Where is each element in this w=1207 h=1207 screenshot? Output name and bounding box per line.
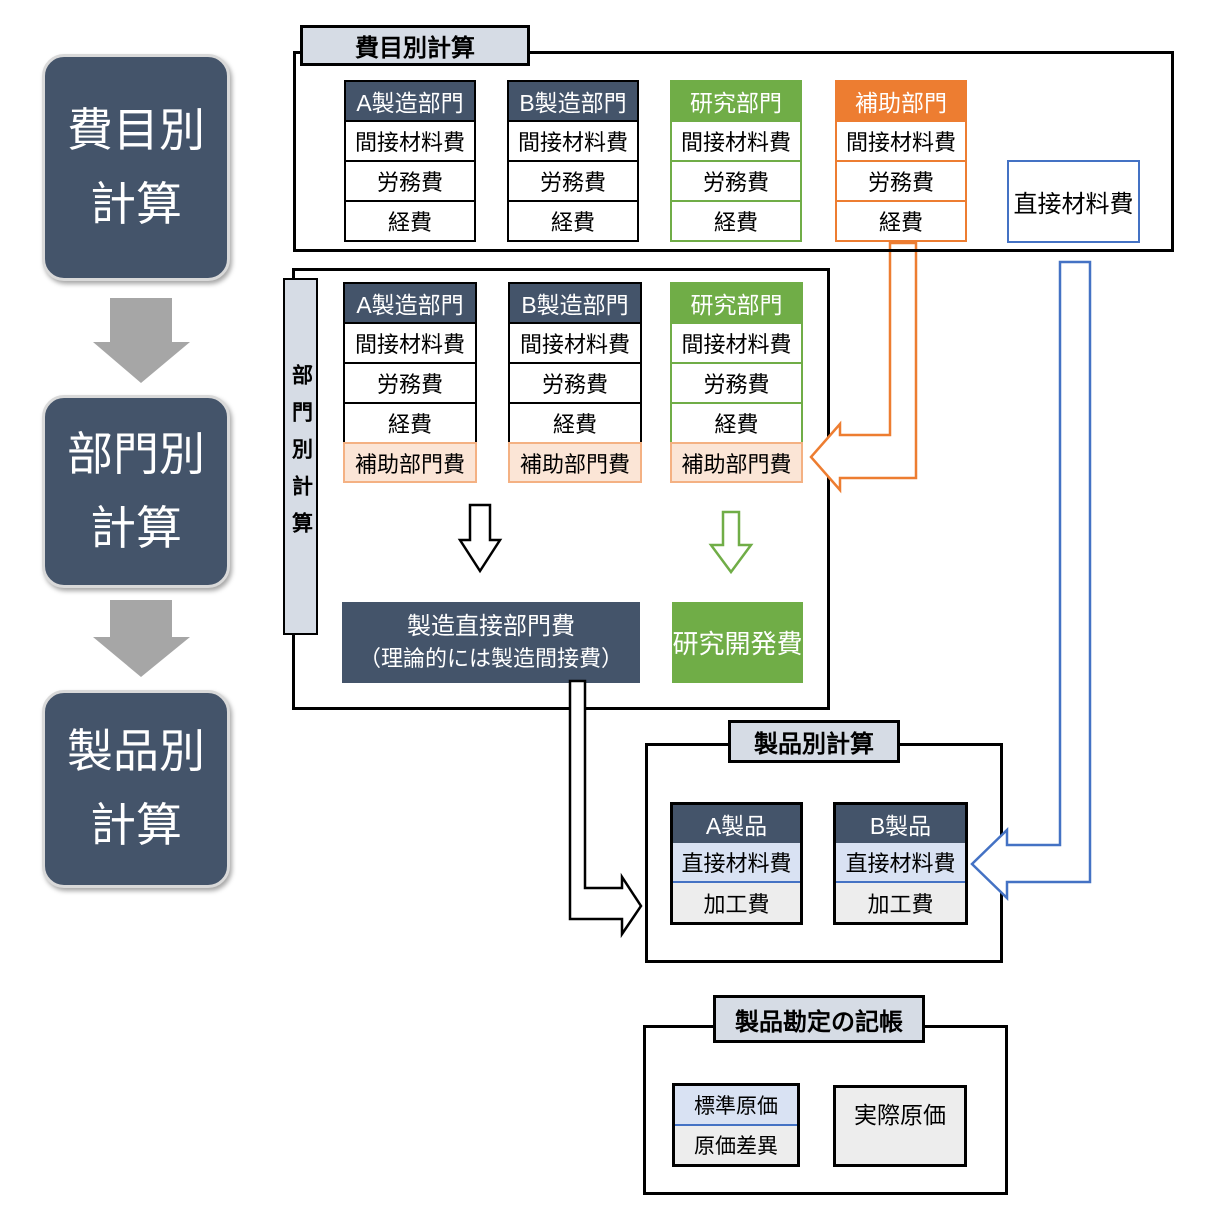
ledger-section-title: 製品勘定の記帳 xyxy=(713,995,925,1043)
direct-material-label: 直接材料費 xyxy=(1013,191,1134,218)
table-row: 間接材料費 xyxy=(672,322,801,362)
table-row: 労務費 xyxy=(345,362,475,402)
flow-step-expense: 費目別 計算 xyxy=(42,54,230,281)
table-row: 労務費 xyxy=(672,160,800,200)
department-table-research-dept: 研究部門 間接材料費 労務費 経費 xyxy=(670,282,803,444)
table-row: 加工費 xyxy=(836,881,965,922)
flow-step-label-line2: 計算 xyxy=(90,799,182,851)
table-header: B製品 xyxy=(836,805,965,843)
table-header: B製造部門 xyxy=(510,284,640,322)
table-header: A製造部門 xyxy=(346,82,474,120)
product-table-b: B製品 直接材料費 加工費 xyxy=(833,802,968,925)
table-header: B製造部門 xyxy=(509,82,637,120)
product-table-a: A製品 直接材料費 加工費 xyxy=(670,802,803,925)
table-header: 補助部門 xyxy=(837,82,965,120)
table-header: 研究部門 xyxy=(672,82,800,120)
table-row: 原価差異 xyxy=(675,1124,797,1164)
table-row: 経費 xyxy=(509,200,637,240)
department-table-a-dept: A製造部門 間接材料費 労務費 経費 xyxy=(343,282,477,444)
flow-step-label-line2: 計算 xyxy=(90,501,182,554)
expense-table-a-dept: A製造部門 間接材料費 労務費 経費 xyxy=(344,80,476,242)
table-row: 間接材料費 xyxy=(346,120,474,160)
department-section-title-text: 部門別計算 xyxy=(289,364,313,549)
table-row: 標準原価 xyxy=(675,1086,797,1124)
flow-arrow-down-2-icon xyxy=(93,600,190,677)
expense-table-research-dept: 研究部門 間接材料費 労務費 経費 xyxy=(670,80,802,242)
table-row: 経費 xyxy=(346,200,474,240)
table-row: 労務費 xyxy=(346,160,474,200)
table-row: 加工費 xyxy=(673,881,800,922)
actual-cost-box: 実際原価 xyxy=(833,1085,967,1167)
table-row: 経費 xyxy=(837,200,965,240)
research-development-cost-box: 研究開発費 xyxy=(672,602,803,683)
department-table-b-dept: B製造部門 間接材料費 労務費 経費 xyxy=(508,282,642,444)
result-line2: （理論的には製造間接費） xyxy=(358,645,623,671)
table-row: 経費 xyxy=(672,402,801,442)
aux-cost-row: 補助部門費 xyxy=(343,442,477,483)
table-row: 経費 xyxy=(345,402,475,442)
expense-table-b-dept: B製造部門 間接材料費 労務費 経費 xyxy=(507,80,639,242)
flow-arrow-down-1-icon xyxy=(93,298,190,383)
direct-material-box: 直接材料費 xyxy=(1007,160,1140,243)
flow-step-label-line1: 製品別 xyxy=(67,725,205,778)
flow-step-product: 製品別 計算 xyxy=(42,690,230,888)
table-row: 間接材料費 xyxy=(345,322,475,362)
product-section-title: 製品別計算 xyxy=(728,720,900,763)
aux-cost-row: 補助部門費 xyxy=(508,442,642,483)
result-label: 研究開発費 xyxy=(672,629,803,659)
table-header: A製造部門 xyxy=(345,284,475,322)
flow-step-department: 部門別 計算 xyxy=(42,395,230,588)
table-row: 直接材料費 xyxy=(673,843,800,881)
table-row: 間接材料費 xyxy=(510,322,640,362)
expense-table-aux-dept: 補助部門 間接材料費 労務費 経費 xyxy=(835,80,967,242)
expense-section-outline xyxy=(293,51,1174,252)
actual-cost-label: 実際原価 xyxy=(854,1102,946,1128)
dept-cost-to-product-arrow-icon xyxy=(568,679,643,939)
table-row: 労務費 xyxy=(672,362,801,402)
aux-cost-row: 補助部門費 xyxy=(670,442,803,483)
product-section-title-text: 製品別計算 xyxy=(754,731,874,758)
department-section-title: 部門別計算 xyxy=(283,278,318,635)
ledger-section-title-text: 製品勘定の記帳 xyxy=(735,1008,903,1036)
table-row: 経費 xyxy=(510,402,640,442)
table-row: 間接材料費 xyxy=(509,120,637,160)
flow-step-label-line2: 計算 xyxy=(90,177,182,230)
table-row: 間接材料費 xyxy=(672,120,800,160)
table-header: A製品 xyxy=(673,805,800,843)
table-row: 経費 xyxy=(672,200,800,240)
table-row: 直接材料費 xyxy=(836,843,965,881)
standard-cost-table: 標準原価 原価差異 xyxy=(672,1083,800,1167)
table-row: 労務費 xyxy=(510,362,640,402)
manufacturing-direct-cost-box: 製造直接部門費 （理論的には製造間接費） xyxy=(342,602,640,683)
expense-section-title-text: 費目別計算 xyxy=(355,35,475,62)
flow-step-label-line1: 部門別 xyxy=(67,427,205,480)
table-header: 研究部門 xyxy=(672,284,801,322)
table-row: 労務費 xyxy=(509,160,637,200)
table-row: 間接材料費 xyxy=(837,120,965,160)
result-line1: 製造直接部門費 xyxy=(407,613,575,641)
flow-step-label-line1: 費目別 xyxy=(67,103,205,156)
table-row: 労務費 xyxy=(837,160,965,200)
expense-section-title: 費目別計算 xyxy=(300,25,530,66)
